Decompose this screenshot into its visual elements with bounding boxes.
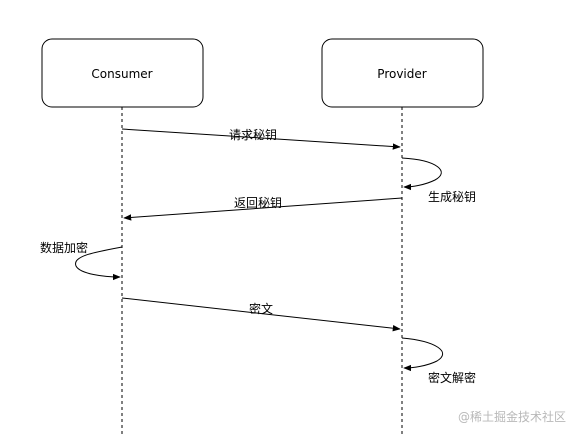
generate-key-loop bbox=[401, 157, 442, 191]
decrypt-loop bbox=[401, 337, 444, 372]
request-key-label: 请求秘钥 bbox=[229, 128, 277, 142]
return-key-arrow bbox=[123, 197, 403, 221]
watermark: @稀土掘金技术社区 bbox=[458, 409, 566, 424]
return-key-label: 返回秘钥 bbox=[234, 196, 282, 210]
ciphertext-arrow bbox=[121, 297, 401, 332]
encrypt-data-loop bbox=[75, 246, 123, 281]
encrypt-data-label: 数据加密 bbox=[40, 240, 88, 255]
provider-label: Provider bbox=[377, 67, 426, 81]
request-key-arrow bbox=[121, 128, 401, 150]
decrypt-label: 密文解密 bbox=[428, 370, 476, 385]
ciphertext-label: 密文 bbox=[249, 301, 273, 316]
consumer-label: Consumer bbox=[91, 67, 152, 81]
generate-key-label: 生成秘钥 bbox=[428, 190, 476, 204]
